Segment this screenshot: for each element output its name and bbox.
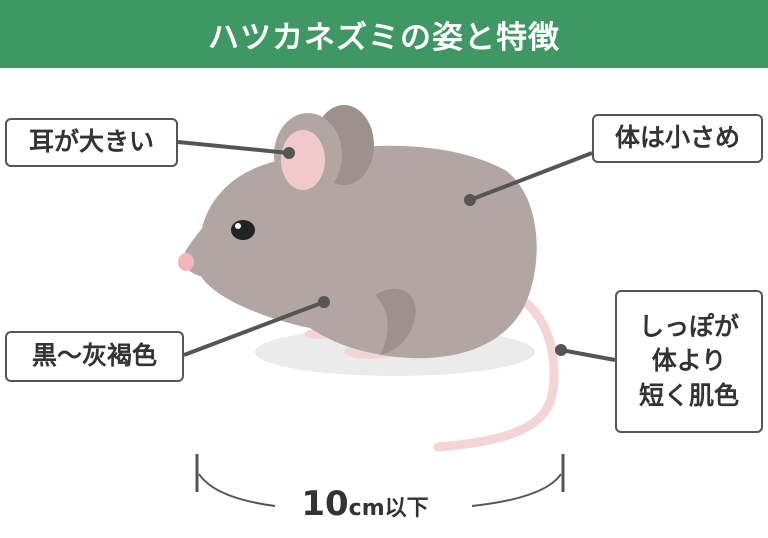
leader-dot-tail bbox=[555, 344, 567, 356]
leader-dot-ears bbox=[283, 147, 295, 159]
label-body: 体は小さめ bbox=[592, 114, 763, 163]
label-tail-line-3: 短く肌色 bbox=[638, 380, 739, 410]
size-arc-left bbox=[198, 473, 276, 507]
size-arc-right bbox=[471, 473, 562, 507]
mouse-tail bbox=[433, 295, 559, 452]
title-banner: ハツカネズミの姿と特徴 bbox=[0, 0, 768, 68]
leader-dot-color bbox=[318, 296, 330, 308]
leader-dot-body bbox=[464, 194, 476, 206]
mouse-nose bbox=[178, 253, 194, 271]
leader-line-ears bbox=[177, 140, 290, 155]
label-tail-line-1: しっぽが bbox=[638, 311, 739, 341]
page-title: ハツカネズミの姿と特徴 bbox=[208, 19, 560, 56]
leader-line-tail bbox=[560, 348, 616, 362]
leader-line-body bbox=[469, 151, 593, 202]
ear-inner bbox=[281, 130, 325, 190]
label-tail-line-2: 体より bbox=[651, 346, 727, 376]
eye-highlight bbox=[235, 223, 241, 229]
label-tail: しっぽが 体より 短く肌色 bbox=[615, 290, 763, 433]
size-unit: cm以下 bbox=[348, 496, 429, 521]
mouse-eye bbox=[231, 220, 255, 240]
label-color: 黒〜灰褐色 bbox=[5, 331, 184, 382]
label-ears: 耳が大きい bbox=[5, 118, 178, 167]
leader-line-color bbox=[183, 300, 325, 357]
haunch-shading bbox=[375, 288, 416, 355]
size-value: 10 bbox=[301, 484, 349, 524]
size-label: 10cm以下 bbox=[260, 484, 470, 524]
